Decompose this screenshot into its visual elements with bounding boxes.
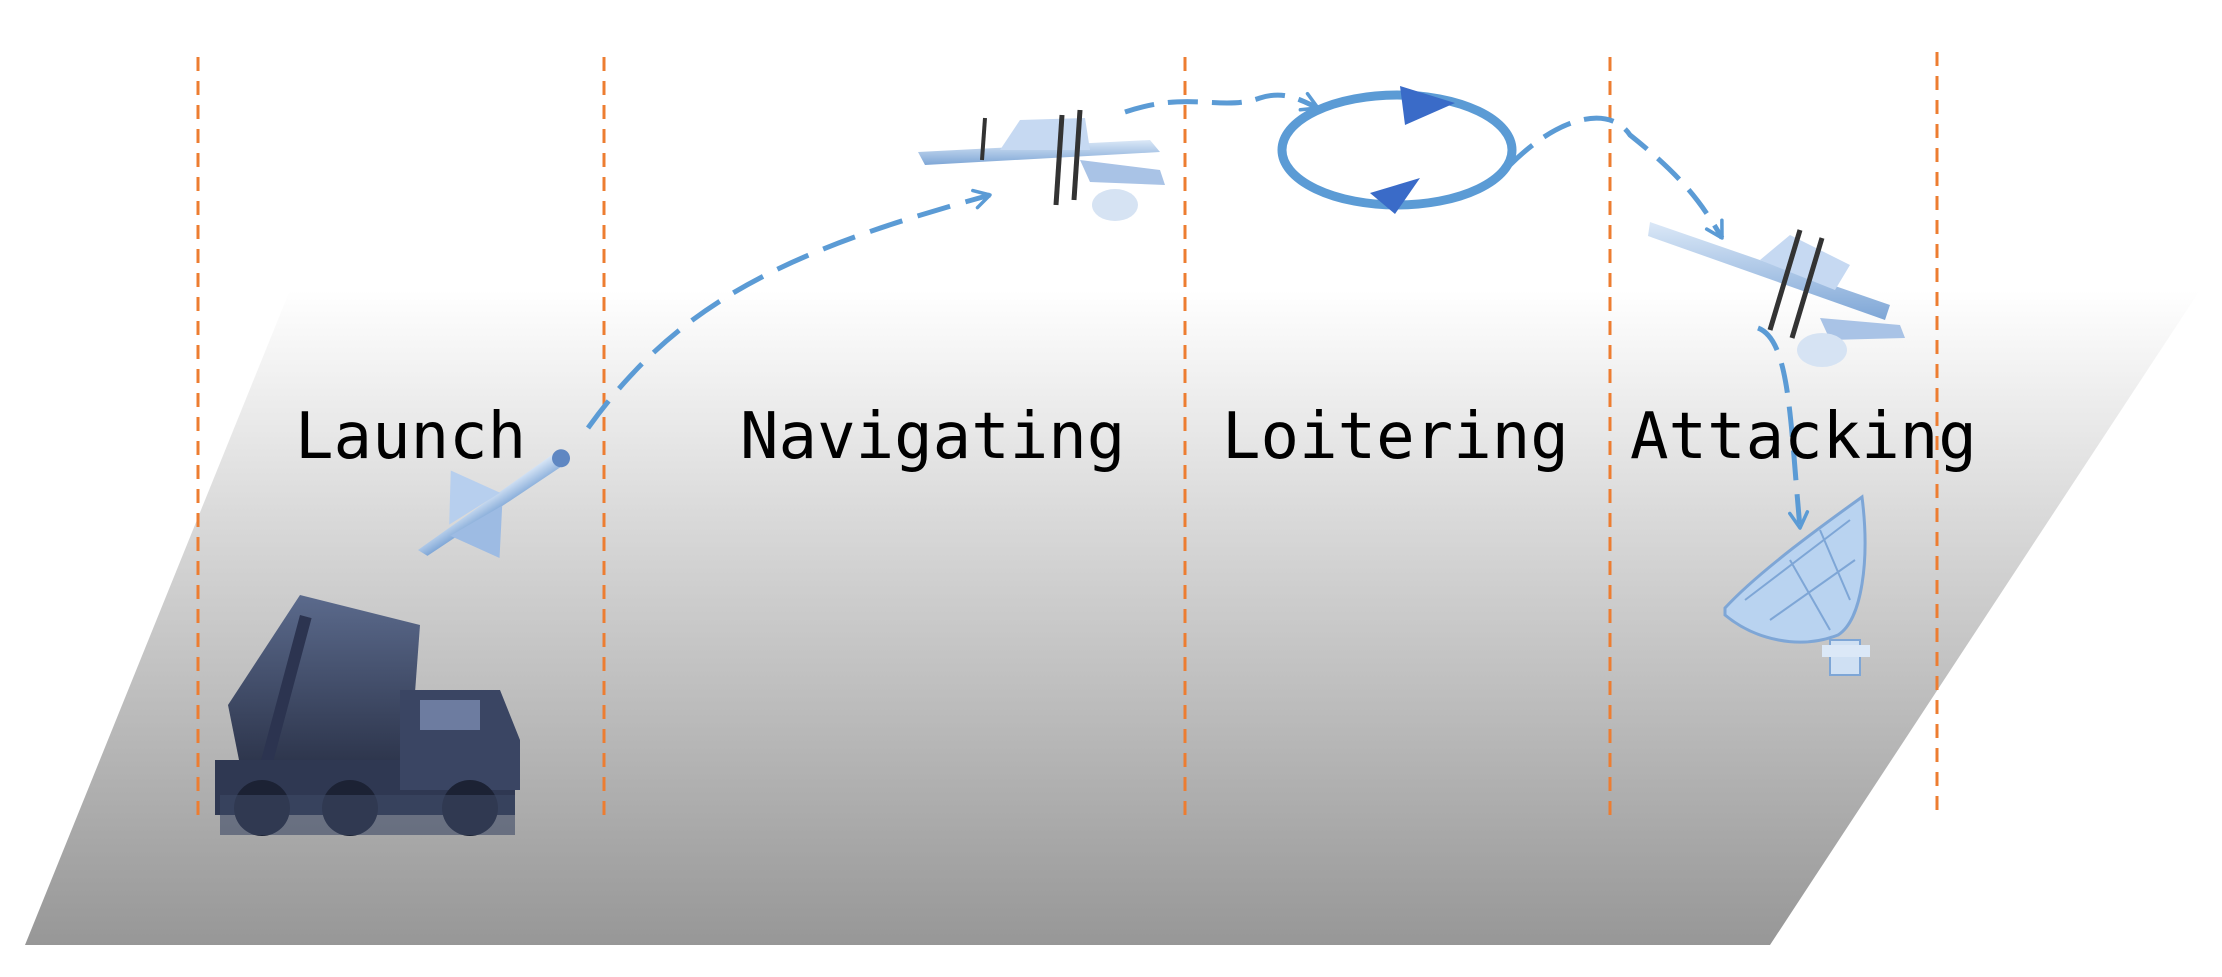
phase-label-launch: Launch	[295, 400, 526, 474]
phase-label-loitering: Loitering	[1222, 400, 1569, 474]
diving-drone-icon	[1648, 222, 1905, 367]
phase-label-attacking: Attacking	[1630, 400, 1977, 474]
loiter-loop-icon	[1277, 86, 1517, 214]
phase-dividers	[196, 52, 1939, 820]
launched-drone-icon	[417, 449, 571, 559]
rocket-launcher-truck-icon	[215, 595, 520, 836]
flight-path-cruise-to-loiter	[1124, 91, 1320, 115]
phase-label-navigating: Navigating	[740, 400, 1125, 474]
flight-path-launch-to-cruise	[585, 188, 992, 430]
radar-dish-icon	[1723, 494, 1870, 676]
flight-path-loiter-to-dive	[1508, 115, 1725, 240]
flight-path-dive-to-target	[1756, 325, 1810, 530]
cruising-drone-icon	[918, 109, 1165, 221]
